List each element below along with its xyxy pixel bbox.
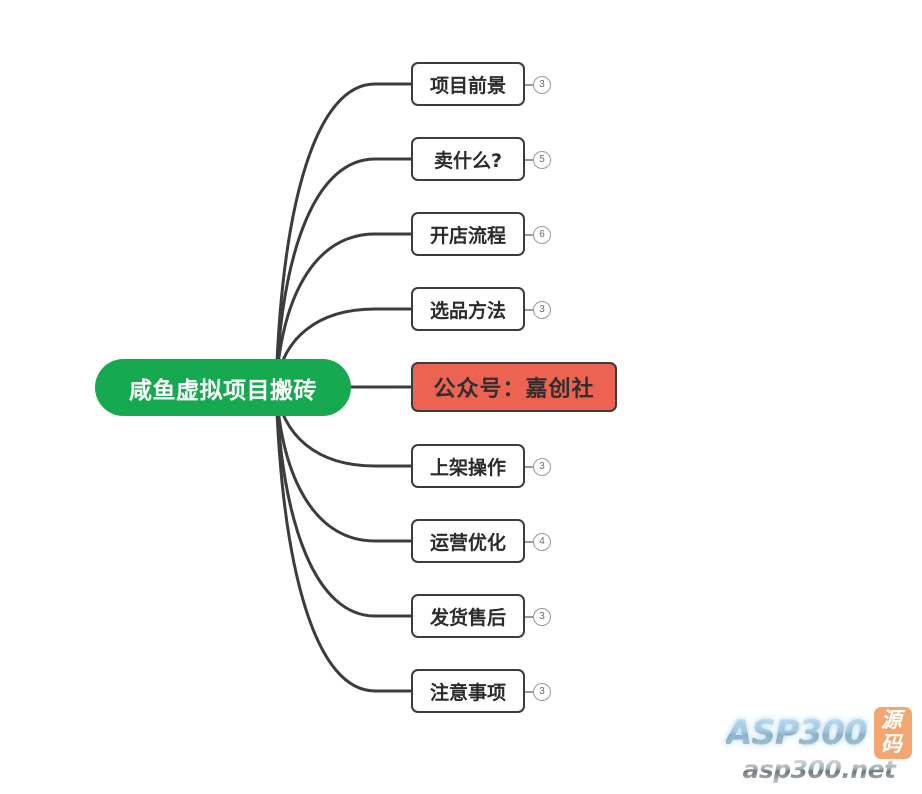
watermark-brand: ASP300 [726, 713, 868, 753]
branch-node[interactable]: 注意事项 [411, 669, 525, 713]
branch-node[interactable]: 卖什么? [411, 137, 525, 181]
branch-badge[interactable]: 3 [525, 683, 551, 701]
root-node-label: 咸鱼虚拟项目搬砖 [129, 377, 317, 404]
branch-node-label: 发货售后 [429, 606, 506, 629]
badge-count: 4 [533, 533, 551, 551]
branch-node-label: 开店流程 [429, 224, 506, 247]
branch-badge[interactable]: 6 [525, 226, 551, 244]
connector-curve [274, 157, 413, 389]
badge-count: 3 [533, 683, 551, 701]
branch-node-label: 卖什么? [433, 149, 503, 172]
branch-node[interactable]: 发货售后 [411, 594, 525, 638]
branch-node[interactable]: 开店流程 [411, 212, 525, 256]
badge-count: 3 [533, 608, 551, 626]
badge-stub [525, 159, 533, 161]
branch-badge[interactable]: 3 [525, 608, 551, 626]
badge-stub [525, 541, 533, 543]
connector-curve [274, 232, 413, 389]
branch-node-label: 注意事项 [429, 681, 506, 704]
badge-count: 3 [533, 76, 551, 94]
branch-badge[interactable]: 3 [525, 76, 551, 94]
branch-node[interactable]: 选品方法 [411, 287, 525, 331]
badge-count: 3 [533, 301, 551, 319]
connector-curve [274, 385, 413, 693]
badge-stub [525, 466, 533, 468]
watermark-domain: asp300.net [726, 755, 912, 784]
badge-count: 5 [533, 151, 551, 169]
branch-node[interactable]: 运营优化 [411, 519, 525, 563]
branch-node-label: 运营优化 [429, 531, 506, 554]
branch-node-highlight[interactable]: 公众号：嘉创社 [411, 362, 617, 412]
root-node[interactable]: 咸鱼虚拟项目搬砖 [95, 359, 351, 416]
badge-stub [525, 309, 533, 311]
badge-stub [525, 234, 533, 236]
badge-stub [525, 616, 533, 618]
branch-badge[interactable]: 5 [525, 151, 551, 169]
branch-badge[interactable]: 3 [525, 301, 551, 319]
badge-stub [525, 84, 533, 86]
branch-badge[interactable]: 3 [525, 458, 551, 476]
branch-node-label: 公众号：嘉创社 [433, 377, 595, 402]
watermark-top-row: ASP300 源码 [726, 707, 912, 759]
badge-stub [525, 691, 533, 693]
branch-node-label: 选品方法 [429, 299, 506, 322]
connector-curve [274, 385, 413, 543]
branch-node[interactable]: 项目前景 [411, 62, 525, 106]
branch-node-label: 项目前景 [429, 74, 506, 97]
watermark: ASP300 源码 asp300.net [726, 707, 912, 784]
branch-badge[interactable]: 4 [525, 533, 551, 551]
branch-node[interactable]: 上架操作 [411, 444, 525, 488]
branch-node-label: 上架操作 [429, 456, 506, 479]
watermark-tag: 源码 [873, 707, 912, 759]
badge-count: 6 [533, 226, 551, 244]
badge-count: 3 [533, 458, 551, 476]
connector-curve [274, 82, 413, 389]
